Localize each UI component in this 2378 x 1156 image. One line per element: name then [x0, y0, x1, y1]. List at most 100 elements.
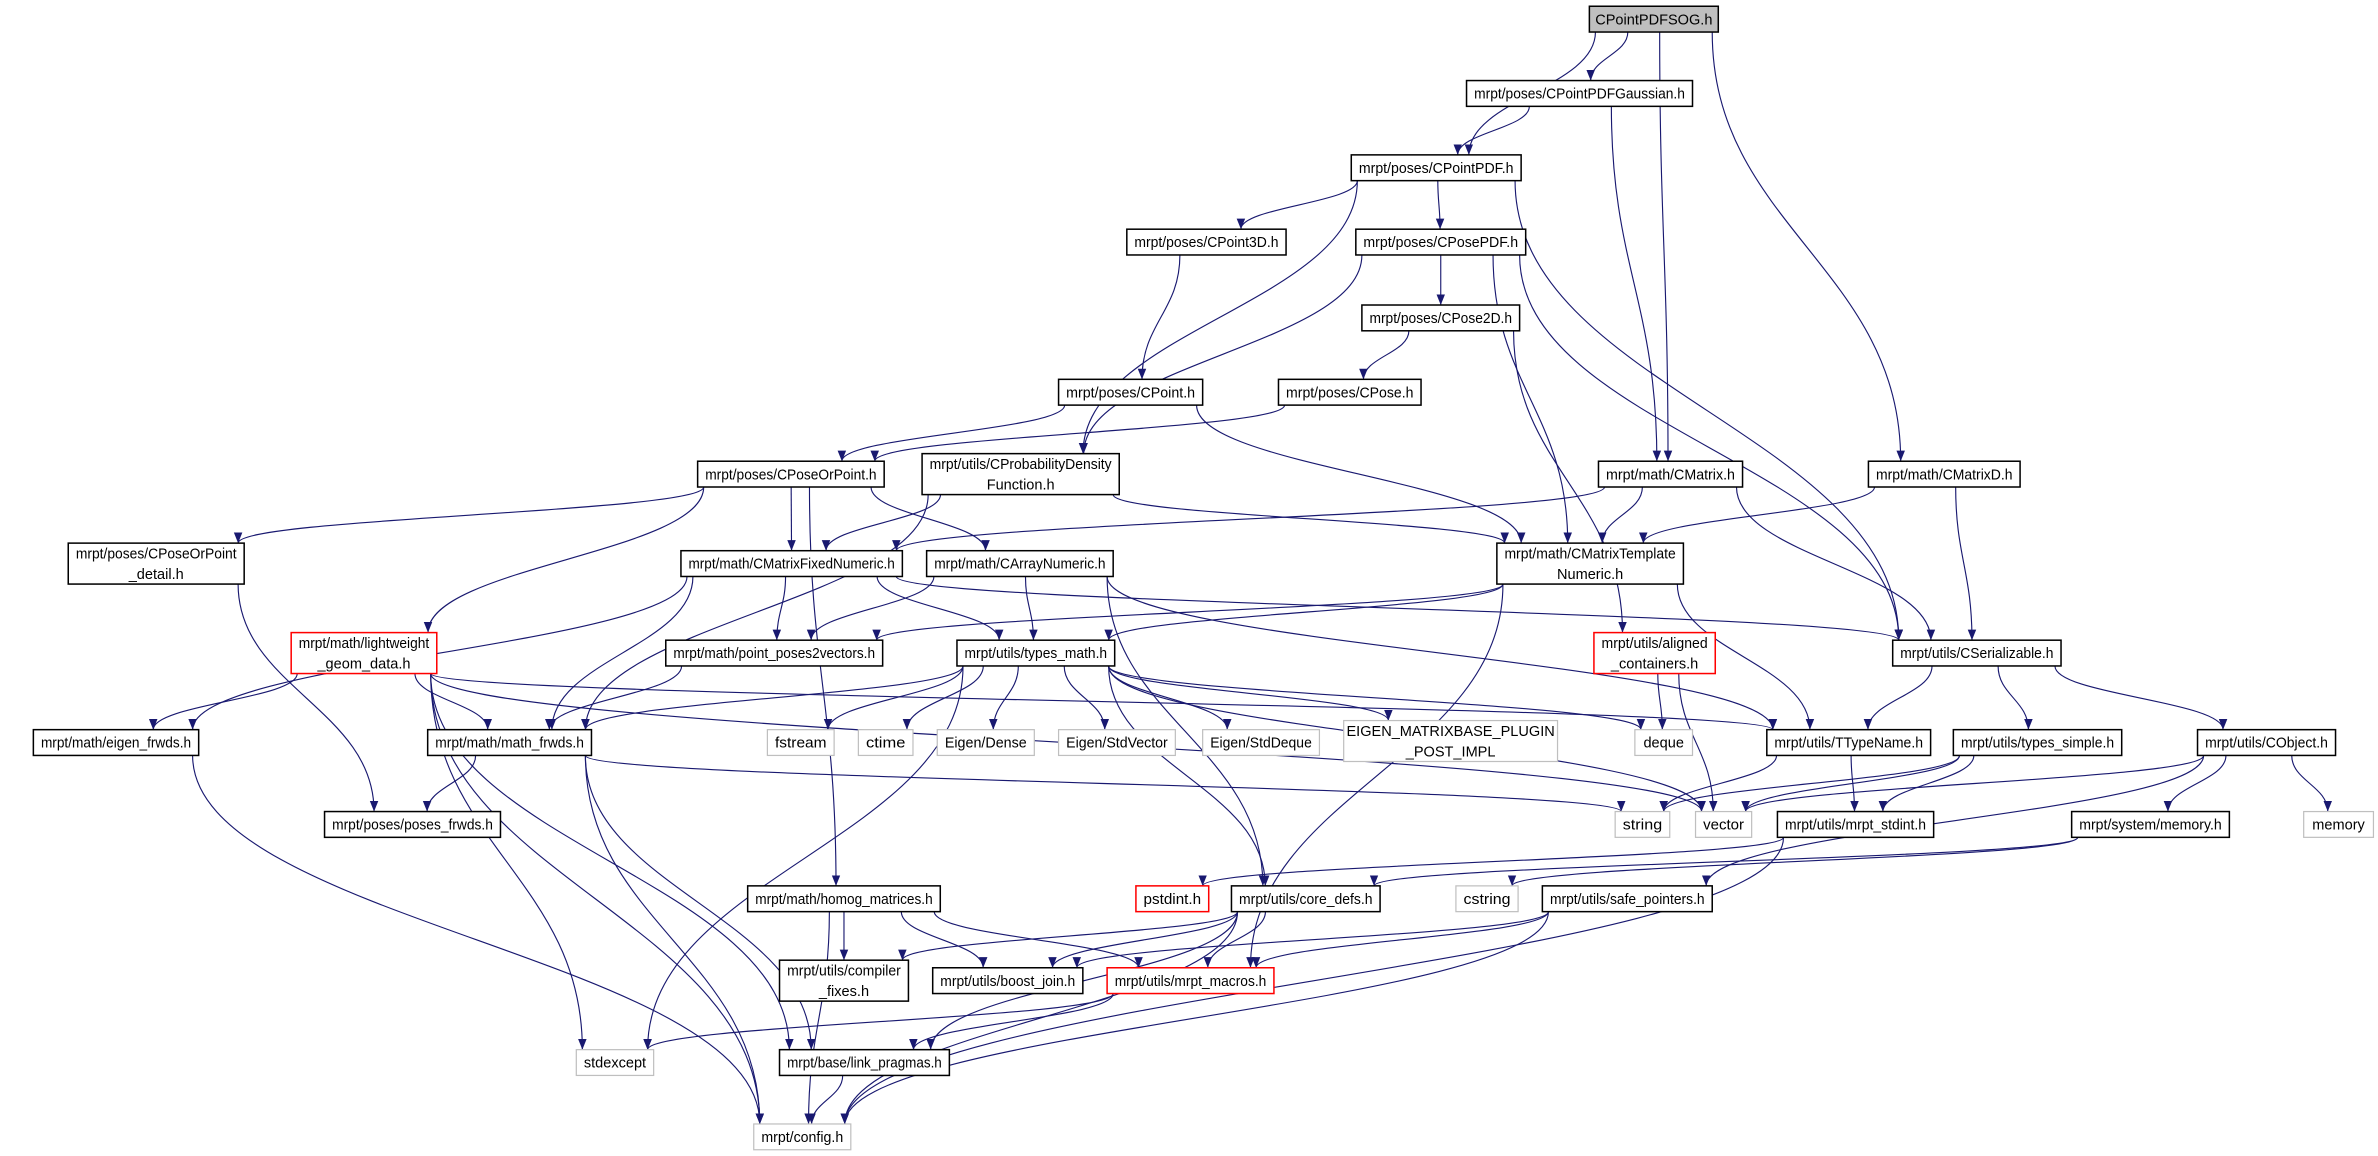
node-box[interactable]: [746, 885, 942, 913]
node-posesfw[interactable]: mrpt/poses/poses_frwds.h: [323, 810, 502, 839]
node-box[interactable]: [1135, 885, 1210, 913]
node-homog[interactable]: mrpt/math/homog_matrices.h: [746, 885, 942, 913]
edge-macros-to-linkp: [909, 993, 1114, 1050]
node-boost[interactable]: mrpt/utils/boost_join.h: [931, 967, 1084, 995]
node-stdvector: Eigen/StdVector: [1057, 729, 1176, 757]
node-detail[interactable]: mrpt/poses/CPoseOrPoint_detail.h: [67, 542, 245, 585]
node-aligned[interactable]: mrpt/utils/aligned_containers.h: [1593, 631, 1717, 675]
node-label: mrpt/utils/mrpt_macros.h: [1115, 974, 1267, 990]
node-label: Eigen/StdDeque: [1210, 736, 1312, 752]
node-pstdint[interactable]: pstdint.h: [1135, 885, 1210, 913]
edges-layer: [149, 31, 2333, 1124]
edge-aligned-to-deque: [1657, 673, 1667, 730]
node-box[interactable]: [1588, 5, 1720, 33]
node-lightweight[interactable]: mrpt/math/lightweight_geom_data.h: [290, 631, 438, 675]
node-posepdf[interactable]: mrpt/poses/CPosePDF.h: [1355, 228, 1527, 256]
node-box[interactable]: [2196, 728, 2337, 757]
node-macros[interactable]: mrpt/utils/mrpt_macros.h: [1106, 967, 1275, 995]
node-label: fstream: [775, 736, 827, 752]
node-label: mrpt/base/link_pragmas.h: [787, 1056, 942, 1072]
node-box[interactable]: [1952, 728, 2123, 757]
node-safeptr[interactable]: mrpt/utils/safe_pointers.h: [1541, 885, 1713, 913]
node-box[interactable]: [1891, 639, 2062, 667]
edge-typesmath-to-stdvector: [1063, 665, 1110, 730]
node-stdint[interactable]: mrpt/utils/mrpt_stdint.h: [1776, 810, 1935, 839]
node-box[interactable]: [1867, 460, 2021, 488]
node-box[interactable]: [696, 460, 885, 488]
node-box: [753, 1123, 852, 1151]
node-mathfw[interactable]: mrpt/math/math_frwds.h: [426, 728, 593, 757]
node-box[interactable]: [426, 728, 593, 757]
node-eigenfw[interactable]: mrpt/math/eigen_frwds.h: [32, 728, 200, 757]
node-pointpdf[interactable]: mrpt/poses/CPointPDF.h: [1350, 154, 1522, 182]
node-label: mrpt/utils/types_simple.h: [1961, 736, 2114, 752]
node-box[interactable]: [1361, 304, 1521, 332]
node-box: [1694, 810, 1753, 838]
node-label: memory: [2312, 818, 2365, 834]
node-gauss[interactable]: mrpt/poses/CPointPDFGaussian.h: [1465, 79, 1694, 108]
node-box[interactable]: [956, 639, 1116, 667]
node-box[interactable]: [931, 967, 1084, 995]
node-box[interactable]: [1597, 460, 1744, 488]
node-box[interactable]: [1277, 378, 1422, 406]
node-box[interactable]: [778, 1048, 951, 1077]
node-coredefs[interactable]: mrpt/utils/core_defs.h: [1230, 885, 1381, 913]
node-box[interactable]: [1057, 378, 1204, 406]
node-box[interactable]: [2070, 810, 2231, 839]
node-label: mrpt/math/CMatrix.h: [1606, 467, 1735, 483]
node-box[interactable]: [1496, 542, 1685, 585]
node-box[interactable]: [1230, 885, 1381, 913]
node-box[interactable]: [778, 959, 910, 1002]
node-label: mrpt/poses/CPoseOrPoint: [76, 547, 237, 563]
node-pose[interactable]: mrpt/poses/CPose.h: [1277, 378, 1422, 406]
node-box[interactable]: [680, 549, 904, 578]
node-ttype[interactable]: mrpt/utils/TTypeName.h: [1766, 728, 1932, 757]
node-linkp[interactable]: mrpt/base/link_pragmas.h: [778, 1048, 951, 1077]
node-box[interactable]: [32, 728, 200, 757]
node-box[interactable]: [921, 452, 1120, 496]
node-label: mrpt/utils/aligned: [1602, 636, 1708, 652]
node-memh[interactable]: mrpt/system/memory.h: [2070, 810, 2231, 839]
node-root[interactable]: CPointPDFSOG.h: [1588, 5, 1720, 33]
node-dense: Eigen/Dense: [936, 729, 1035, 757]
node-label: Eigen/Dense: [945, 736, 1027, 752]
node-box[interactable]: [290, 631, 438, 675]
node-point[interactable]: mrpt/poses/CPoint.h: [1057, 378, 1204, 406]
node-point3d[interactable]: mrpt/poses/CPoint3D.h: [1126, 228, 1287, 256]
node-box[interactable]: [67, 542, 245, 585]
node-pose2d[interactable]: mrpt/poses/CPose2D.h: [1361, 304, 1521, 332]
node-fixed[interactable]: mrpt/math/CMatrixFixedNumeric.h: [680, 549, 904, 578]
node-arraynum[interactable]: mrpt/math/CArrayNumeric.h: [925, 549, 1114, 578]
node-box[interactable]: [1593, 631, 1717, 675]
edge-pointpdf-to-probdens: [1078, 180, 1358, 454]
edge-typesmath-to-dense: [989, 665, 1019, 730]
node-typesmath[interactable]: mrpt/utils/types_math.h: [956, 639, 1116, 667]
node-label: mrpt/math/point_poses2vectors.h: [673, 646, 875, 662]
node-tsimple[interactable]: mrpt/utils/types_simple.h: [1952, 728, 2123, 757]
node-box[interactable]: [1355, 228, 1527, 256]
node-box[interactable]: [925, 549, 1114, 578]
node-cobject[interactable]: mrpt/utils/CObject.h: [2196, 728, 2337, 757]
node-box[interactable]: [1465, 79, 1694, 108]
edge-tsimple-to-stdint: [1878, 755, 1975, 812]
node-compfix[interactable]: mrpt/utils/compiler_fixes.h: [778, 959, 910, 1002]
node-box[interactable]: [1541, 885, 1713, 913]
node-serial[interactable]: mrpt/utils/CSerializable.h: [1891, 639, 2062, 667]
node-label: mrpt/poses/CPose.h: [1286, 385, 1413, 401]
node-box[interactable]: [323, 810, 502, 839]
node-box[interactable]: [1766, 728, 1932, 757]
node-box[interactable]: [1126, 228, 1287, 256]
node-cmatrixd[interactable]: mrpt/math/CMatrixD.h: [1867, 460, 2021, 488]
node-box[interactable]: [665, 639, 884, 667]
node-box[interactable]: [1106, 967, 1275, 995]
node-box[interactable]: [1776, 810, 1935, 839]
node-poseorpoint[interactable]: mrpt/poses/CPoseOrPoint.h: [696, 460, 885, 488]
edge-mathfw-to-config: [584, 755, 765, 1124]
node-pp2v[interactable]: mrpt/math/point_poses2vectors.h: [665, 639, 884, 667]
node-label: Function.h: [987, 478, 1055, 494]
node-box[interactable]: [1350, 154, 1522, 182]
edge-posepdf-to-probdens: [1079, 254, 1363, 454]
node-cmatrix[interactable]: mrpt/math/CMatrix.h: [1597, 460, 1744, 488]
